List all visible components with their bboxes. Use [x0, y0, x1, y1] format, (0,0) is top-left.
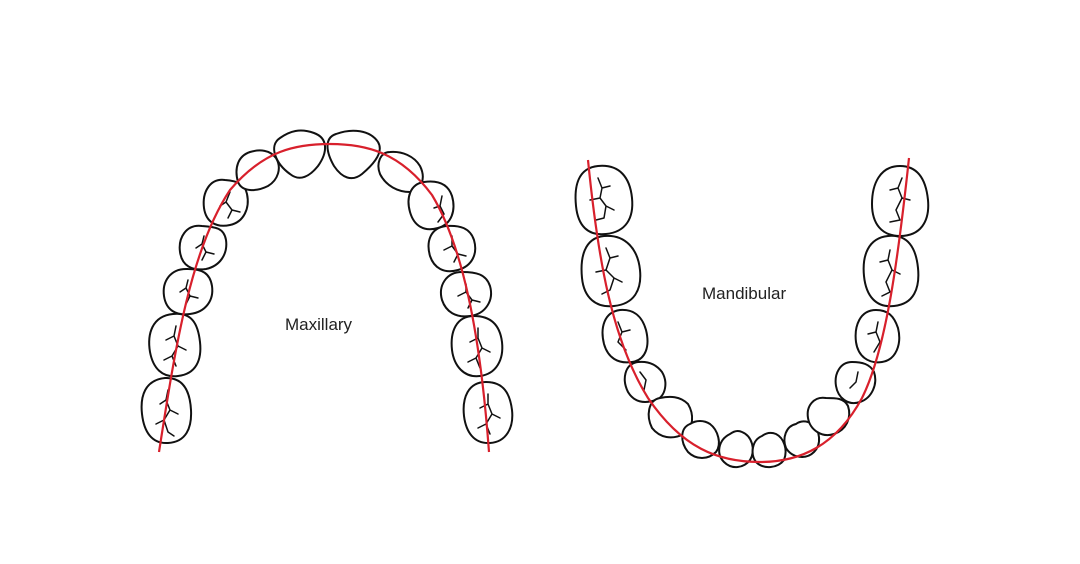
maxillary-arch — [140, 129, 514, 453]
maxillary-tooth — [273, 129, 326, 179]
mandibular-tooth — [806, 396, 851, 436]
mandibular-grooves — [589, 177, 911, 391]
mandibular-arch-line — [586, 157, 911, 464]
maxillary-tooth — [462, 381, 514, 445]
mandibular-tooth — [574, 164, 634, 236]
mandibular-arch — [574, 157, 930, 468]
maxillary-arch-line — [157, 142, 491, 453]
maxillary-tooth — [326, 129, 381, 180]
mandibular-tooth — [601, 308, 649, 364]
mandibular-tooth — [580, 234, 642, 308]
mandibular-label: Mandibular — [702, 284, 786, 303]
maxillary-label: Maxillary — [285, 315, 353, 334]
maxillary-tooth — [427, 224, 477, 273]
maxillary-tooth — [235, 149, 280, 192]
maxillary-tooth — [148, 312, 202, 378]
mandibular-tooth — [681, 420, 720, 459]
mandibular-tooth — [783, 420, 820, 458]
maxillary-tooth — [440, 271, 492, 318]
